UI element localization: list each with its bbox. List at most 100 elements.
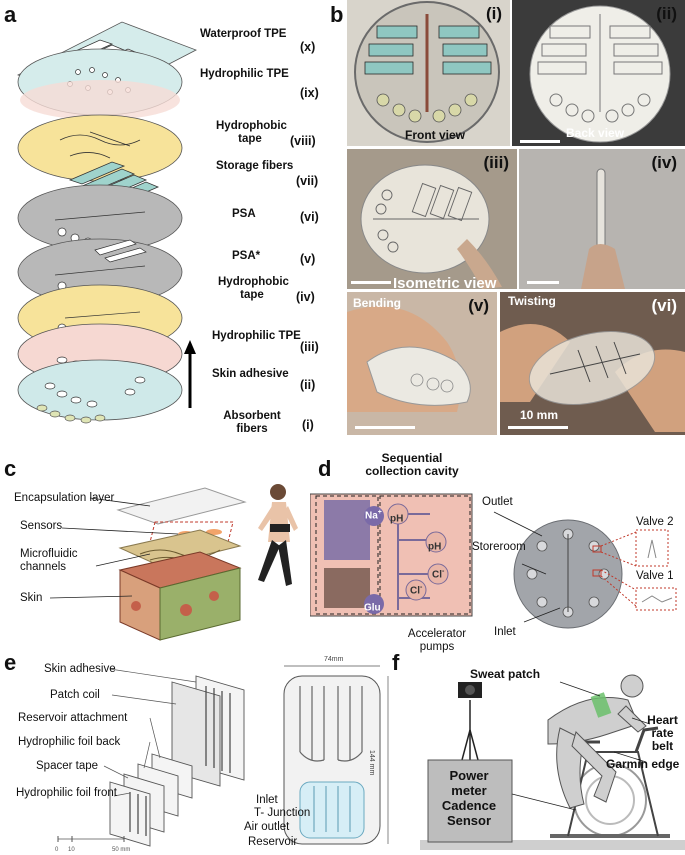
photo-vi-num: (vi) [651, 296, 678, 315]
patch-coil-layer [171, 681, 221, 787]
layer-x-name: Waterproof TPE [200, 28, 287, 40]
layer-v-name: PSA* [232, 250, 261, 262]
layer-vii-num: (vii) [296, 174, 319, 188]
layer-viii-name: Hydrophobic tape [216, 120, 287, 145]
skin-adhesive-label: Skin adhesive [44, 663, 116, 675]
ion-circles [364, 503, 449, 614]
ion-ph-1: pH [390, 513, 404, 525]
layer-ix-underside [20, 80, 180, 120]
panel-e-label: e [4, 650, 17, 675]
layer-ii-name: Skin adhesive [212, 368, 289, 380]
hydrophilic-foil-back-label: Hydrophilic foil back [18, 736, 121, 748]
layer-ii-num: (ii) [300, 378, 316, 392]
layer-viii-num: (viii) [290, 134, 316, 148]
layer-vii-name: Storage fibers [216, 160, 294, 172]
layer-iii-num: (iii) [300, 340, 319, 354]
layer-vi-num: (vi) [300, 210, 319, 224]
layer-i-fibers [36, 404, 106, 424]
scale-ten: 10 [68, 847, 75, 853]
photo-vi-scalebar [508, 426, 568, 429]
sensors-label: Sensors [20, 520, 63, 532]
panel-a-label: a [4, 2, 17, 27]
photo-iv-scalebar [527, 281, 559, 284]
back-view-patch [529, 5, 671, 143]
air-outlet-label: Air outlet [244, 821, 290, 833]
layer-ii-holes [44, 376, 146, 408]
layer-i-name: Absorbent fibers [223, 410, 281, 435]
height-dimension: 144 mm [368, 750, 375, 776]
valve-1-label: Valve 1 [636, 570, 674, 582]
garmin-edge-label: Garmin edge [606, 757, 680, 771]
skin-label: Skin [20, 592, 43, 604]
panel-f-label: f [392, 650, 400, 675]
edge-view-patch [581, 168, 625, 289]
photo-v-scalebar [355, 426, 415, 429]
inlet-label-e: Inlet [256, 794, 278, 806]
photo-ii-scalebar [520, 140, 560, 143]
photo-iii-caption: Isometric view [393, 275, 497, 289]
microfluidic-channels-label: Microfluidic channels [20, 548, 78, 573]
photo-edge-view: (iv) [519, 149, 685, 289]
encapsulation-layer [116, 487, 247, 525]
layer-i-num: (i) [302, 418, 314, 432]
valve1-inset [635, 587, 677, 611]
photo-iii-scalebar [351, 281, 391, 284]
heart-rate-belt-label: Heart rate belt [647, 713, 678, 753]
scale-fifty: 50 mm [112, 847, 131, 853]
photo-iv-num: (iv) [651, 153, 678, 172]
valve-2-label: Valve 2 [636, 516, 674, 528]
outlet-label: Outlet [482, 496, 513, 508]
scale-zero: 0 [55, 847, 59, 853]
layer-vi-name: PSA [232, 208, 256, 220]
layer-iii-name: Hydrophilic TPE [212, 330, 301, 342]
layer-iv-name: Hydrophobic tape [218, 276, 289, 301]
layer-v-num: (v) [300, 252, 316, 266]
ion-ph-2: pH [428, 541, 442, 553]
rider-figure [547, 674, 647, 809]
sequential-collection-label: Sequential collection cavity [365, 451, 459, 478]
photo-v-num: (v) [468, 296, 489, 315]
heart-rate-belt [590, 692, 612, 718]
layer-iv-num: (iv) [296, 290, 315, 304]
reservoir-label: Reservoir [248, 836, 298, 848]
twisting-patch [500, 324, 685, 432]
panel-b-label: b [330, 2, 344, 27]
photo-i-caption: Front view [405, 128, 466, 142]
storeroom-label: Storeroom [472, 541, 526, 553]
pump-lower [324, 568, 370, 608]
encapsulation-layer-label: Encapsulation layer [14, 492, 115, 504]
sweat-patch-label: Sweat patch [470, 667, 541, 681]
valve2-inset [635, 529, 669, 567]
photo-back-view: (ii) Back view [512, 0, 685, 146]
layer-x-num: (x) [300, 40, 316, 54]
cycling-setup-illustration [420, 674, 685, 850]
panel-d-label: d [318, 456, 332, 481]
inlet-label: Inlet [494, 626, 516, 638]
spacer-tape-label: Spacer tape [36, 760, 99, 772]
microfluidic-layer [118, 529, 242, 567]
photo-twisting: (vi) Twisting 10 mm [500, 292, 685, 435]
front-view-patch [354, 1, 500, 143]
hydrophilic-foil-front-label: Hydrophilic foil front [16, 787, 117, 799]
photo-vi-caption: Twisting [508, 294, 556, 308]
reservoir-attachment-label: Reservoir attachment [18, 712, 128, 724]
photo-i-num: (i) [485, 4, 502, 23]
photo-bending: (v) Bending [347, 292, 497, 435]
photo-iii-num: (iii) [483, 153, 510, 172]
sensor-box [427, 759, 513, 843]
panel-c-label: c [4, 456, 17, 481]
bending-patch [347, 306, 471, 412]
isometric-patch [360, 164, 502, 289]
patch-coil-label: Patch coil [50, 689, 100, 701]
ion-glu: Glu [364, 602, 381, 614]
patch-layer-diagram [57, 665, 389, 847]
layer-viii-channels [59, 131, 141, 159]
ion-cl-1: Cl- [432, 568, 445, 581]
layer-ix-num: (ix) [300, 86, 319, 100]
width-dimension: 74mm [324, 656, 344, 663]
skin-device-schematic [49, 484, 298, 641]
photo-v-caption: Bending [353, 296, 401, 310]
accelerator-pumps-label: Accelerator pumps [407, 628, 467, 653]
collection-cavity-diagram [310, 493, 677, 629]
